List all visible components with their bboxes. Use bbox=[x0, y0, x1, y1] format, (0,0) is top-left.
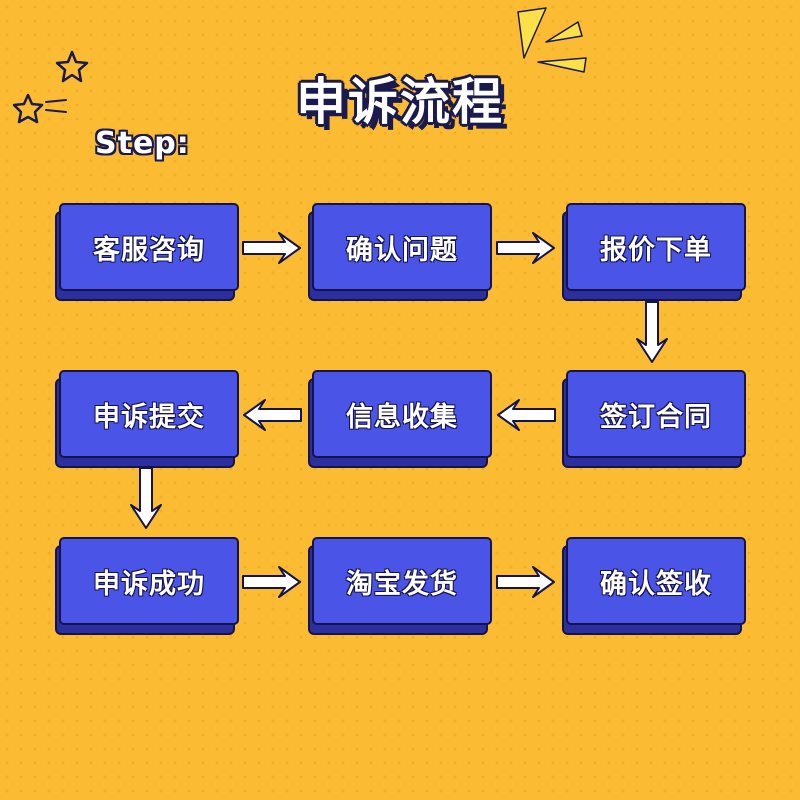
arrow-right-icon bbox=[497, 233, 554, 263]
step-box-4: 签订合同 bbox=[562, 370, 746, 466]
step-box-6: 申诉提交 bbox=[55, 370, 239, 466]
step-box-9: 确认签收 bbox=[562, 537, 746, 633]
step-label-8: 淘宝发货 bbox=[346, 562, 458, 601]
arrow-left-icon bbox=[498, 400, 555, 430]
step-box-5: 信息收集 bbox=[308, 370, 492, 466]
step-label-1: 客服咨询 bbox=[93, 228, 205, 267]
step-box-2: 确认问题 bbox=[308, 203, 492, 299]
arrow-right-icon bbox=[243, 233, 300, 263]
arrow-down-icon bbox=[637, 302, 667, 362]
step-label-5: 信息收集 bbox=[346, 395, 458, 434]
step-box-3: 报价下单 bbox=[562, 203, 746, 299]
step-label-6: 申诉提交 bbox=[93, 395, 205, 434]
step-label-7: 申诉成功 bbox=[93, 562, 205, 601]
step-label-4: 签订合同 bbox=[600, 395, 712, 434]
arrow-left-icon bbox=[244, 400, 301, 430]
arrow-right-icon bbox=[497, 567, 554, 597]
arrow-down-icon bbox=[131, 468, 161, 528]
step-box-7: 申诉成功 bbox=[55, 537, 239, 633]
arrow-right-icon bbox=[243, 567, 300, 597]
step-label-2: 确认问题 bbox=[346, 228, 458, 267]
step-box-1: 客服咨询 bbox=[55, 203, 239, 299]
step-label-3: 报价下单 bbox=[600, 228, 712, 267]
page-title: 申诉流程 bbox=[0, 62, 800, 134]
step-label-9: 确认签收 bbox=[600, 562, 712, 601]
step-label: Step: bbox=[95, 126, 190, 161]
step-box-8: 淘宝发货 bbox=[308, 537, 492, 633]
